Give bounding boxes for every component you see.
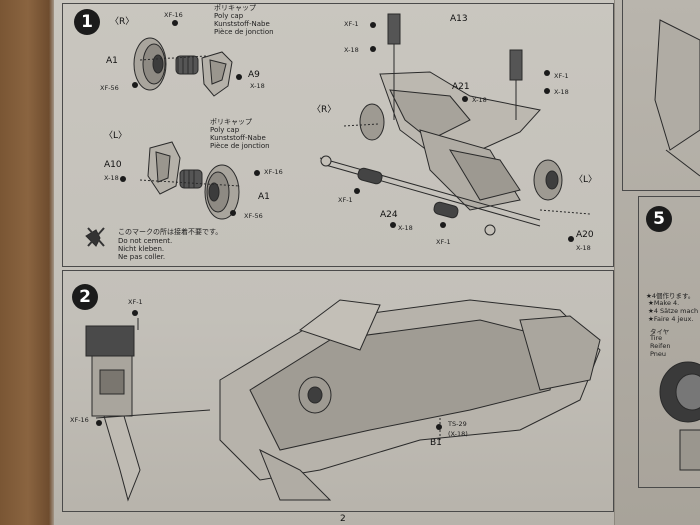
xf1-label-5: XF-1	[128, 298, 143, 306]
part-a10-label: A10	[104, 160, 122, 170]
xf1-label-4: XF-1	[436, 238, 451, 246]
tire-jp: タイヤ	[650, 328, 670, 336]
paint-dot	[544, 88, 550, 94]
part-a20-label: A20	[576, 230, 594, 240]
no-cement-fr: Ne pas coller.	[118, 253, 166, 261]
xf1-label-2: XF-1	[554, 72, 569, 80]
part-a1-label-2: A1	[258, 192, 270, 202]
paint-dot	[230, 210, 236, 216]
xf16-label: XF-16	[164, 11, 183, 19]
polycap-fr-2: Pièce de jonction	[210, 142, 270, 150]
polycap-de-2: Kunststoff-Nabe	[210, 134, 266, 142]
xf16-label-3: XF-16	[70, 416, 89, 424]
part-a13-label: A13	[450, 14, 468, 24]
paint-dot	[236, 74, 242, 80]
part-b1-label: B1	[430, 438, 442, 448]
paint-dot	[370, 46, 376, 52]
xf56-label-2: XF-56	[244, 212, 263, 220]
x18-label-6: X-18	[398, 224, 413, 232]
part-a9-label: A9	[248, 70, 260, 80]
step2-number: 2	[72, 284, 98, 310]
right-mark: 〈R〉	[312, 105, 337, 115]
polycap-en-2: Poly cap	[210, 126, 240, 134]
polycap-de: Kunststoff-Nabe	[214, 20, 270, 28]
step5-panel	[638, 196, 700, 488]
paint-dot	[132, 82, 138, 88]
xf1-label-3: XF-1	[338, 196, 353, 204]
ts29-label: TS-29	[448, 420, 467, 428]
step5-number: 5	[646, 206, 672, 232]
paint-dot	[96, 420, 102, 426]
paint-dot	[172, 20, 178, 26]
x18-label: X-18	[250, 82, 265, 90]
make4-jp: ★4個作ります。	[646, 292, 695, 300]
paint-dot	[390, 222, 396, 228]
tire-de: Reifen	[650, 342, 671, 350]
polycap-jp: ポリキャップ	[214, 4, 256, 12]
paint-dot	[354, 188, 360, 194]
x18-label-2: X-18	[104, 174, 119, 182]
x18-label-7: X-18	[576, 244, 591, 252]
left-mark: 〈L〉	[574, 175, 598, 185]
paint-dot	[370, 22, 376, 28]
part-a1-label: A1	[106, 56, 118, 66]
paint-dot	[436, 424, 442, 430]
paint-dot	[440, 222, 446, 228]
make4-en: ★Make 4.	[648, 299, 680, 307]
no-cement-de: Nicht kleben.	[118, 245, 165, 253]
paint-dot	[254, 170, 260, 176]
polycap-en: Poly cap	[214, 12, 244, 20]
tire-en: Tire	[650, 334, 663, 342]
xf1-label: XF-1	[344, 20, 359, 28]
polycap-fr: Pièce de jonction	[214, 28, 274, 36]
paint-dot	[544, 70, 550, 76]
x18-label-4: X-18	[554, 88, 569, 96]
x18-label-3: X-18	[344, 46, 359, 54]
paint-dot	[120, 176, 126, 182]
part-a24-label: A24	[380, 210, 398, 220]
left-side-label: 〈L〉	[104, 131, 128, 141]
paint-dot	[132, 310, 138, 316]
x18-label-5: X-18	[472, 96, 487, 104]
paint-dot	[462, 96, 468, 102]
step2-panel	[62, 270, 614, 512]
x18-label-8: (X-18)	[448, 430, 468, 438]
no-cement-en: Do not cement.	[118, 237, 173, 245]
xf16-label-2: XF-16	[264, 168, 283, 176]
polycap-jp-2: ポリキャップ	[210, 118, 252, 126]
page-number: 2	[340, 514, 346, 524]
step4-panel	[622, 0, 700, 191]
right-side-label: 〈R〉	[110, 17, 135, 27]
make4-de: ★4 Sätze mach	[648, 307, 699, 315]
step1-panel	[62, 3, 614, 267]
tire-fr: Pneu	[650, 350, 667, 358]
no-cement-jp: このマークの所は接着不要です。	[118, 228, 223, 236]
xf56-label: XF-56	[100, 84, 119, 92]
make4-fr: ★Faire 4 jeux.	[648, 315, 694, 323]
paint-dot	[568, 236, 574, 242]
step1-number: 1	[74, 9, 100, 35]
part-a21-label: A21	[452, 82, 470, 92]
